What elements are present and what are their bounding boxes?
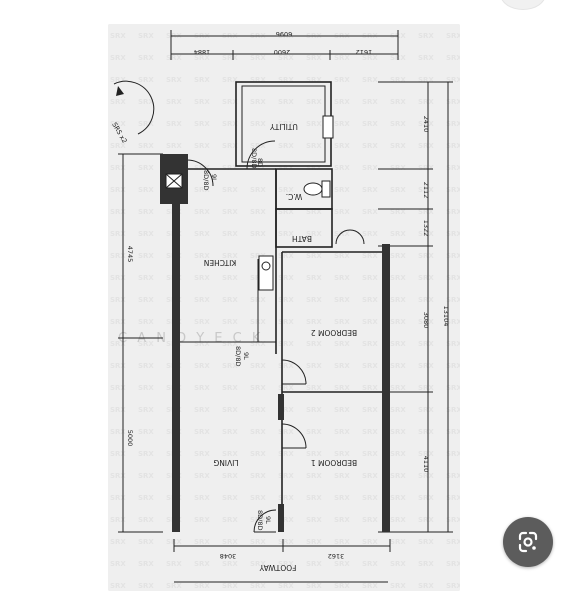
door-tag-utility: 8D xyxy=(256,158,264,167)
dim-right-bedroom2: 3080 xyxy=(422,312,430,329)
room-footway: FOOTWAY xyxy=(259,563,296,572)
room-kitchen: KITCHEN xyxy=(204,258,237,267)
door-tag-kitchen: 9L xyxy=(210,174,218,182)
dim-top-middle: 2600 xyxy=(274,48,291,56)
room-bedroom2: BEDROOM 2 xyxy=(311,328,358,337)
top-corner-button[interactable] xyxy=(500,0,546,10)
dim-right-bath: 1322 xyxy=(422,220,430,237)
dim-right-utility: 2410 xyxy=(422,116,430,133)
compass-icon xyxy=(113,80,155,135)
room-bedroom1: BEDROOM 1 xyxy=(311,458,358,467)
door-code-entrance: 8D/8D xyxy=(256,510,264,530)
google-lens-icon xyxy=(518,531,538,553)
room-utility: UTILITY xyxy=(270,122,298,131)
dim-right-wc: 2112 xyxy=(422,182,430,199)
lens-search-button[interactable] xyxy=(503,517,553,567)
room-wc: W.C. xyxy=(286,192,303,201)
dim-right-overall: 13104 xyxy=(442,306,450,327)
dim-overall-width: 6096 xyxy=(276,30,293,38)
floor-plan-image: SRX C A N D Y E C K xyxy=(108,24,460,591)
dim-right-bedroom1: 4110 xyxy=(422,456,430,473)
dim-bottom-left: 3048 xyxy=(220,552,237,560)
door-code-kitchen: 8D/8D xyxy=(202,170,210,190)
room-living: LIVING xyxy=(213,458,238,467)
door-code-utility: 8D/8D xyxy=(250,148,258,168)
dim-top-right: 1612 xyxy=(356,48,373,56)
dim-top-left: 1884 xyxy=(194,48,211,56)
door-tag-living-internal: 9L xyxy=(242,352,250,360)
dim-left-lower: 5000 xyxy=(126,430,134,447)
door-code-living-internal: 8D/8D xyxy=(234,346,242,366)
room-bath: BATH xyxy=(292,234,312,243)
dim-left-upper: 4745 xyxy=(126,246,134,263)
dim-bottom-right: 3162 xyxy=(328,552,345,560)
door-tag-entrance: 9L xyxy=(264,516,272,524)
